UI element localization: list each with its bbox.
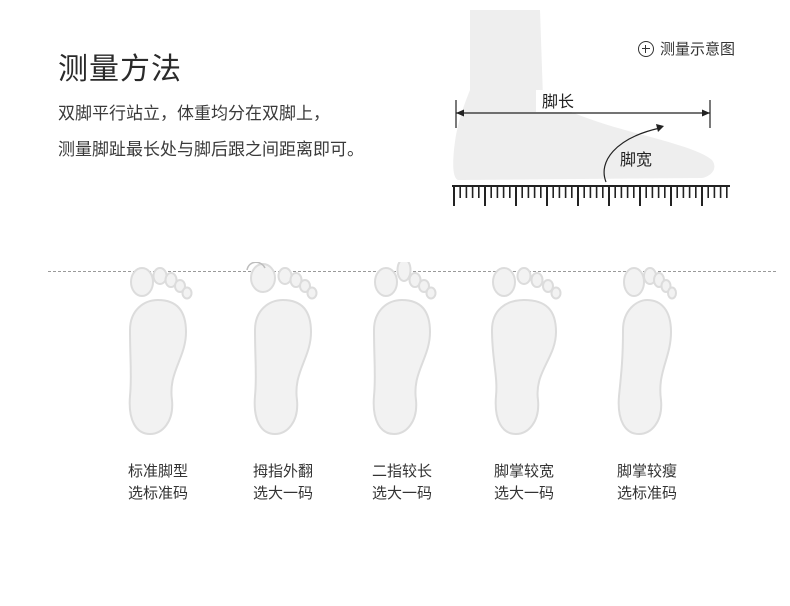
plus-circle-icon — [638, 40, 654, 57]
foot-type-label: 脚掌较宽 选大一码 — [474, 460, 574, 504]
foot-type-label: 拇指外翻 选大一码 — [233, 460, 333, 504]
measurement-diagram: 脚长 脚宽 — [452, 10, 730, 206]
foot-sole-icon — [128, 267, 193, 436]
foot-type-name: 标准脚型 — [127, 462, 188, 480]
foot-sole-icon — [490, 267, 562, 436]
foot-type-label: 二指较长 选大一码 — [352, 460, 452, 504]
foot-type-advice: 选大一码 — [493, 484, 554, 502]
foot-type-name: 脚掌较宽 — [493, 462, 554, 480]
foot-type-label: 标准脚型 选标准码 — [108, 460, 208, 504]
foot-type-card: 拇指外翻 选大一码 — [233, 262, 333, 504]
foot-type-advice: 选标准码 — [616, 484, 677, 502]
foot-type-advice: 选大一码 — [252, 484, 313, 502]
foot-sole-icon — [617, 267, 677, 436]
width-arc — [603, 124, 664, 183]
foot-type-advice: 选大一码 — [371, 484, 432, 502]
foot-type-card: 脚掌较宽 选大一码 — [474, 262, 574, 504]
foot-silhouette — [453, 10, 715, 180]
foot-type-name: 脚掌较瘦 — [616, 462, 677, 480]
foot-type-card: 二指较长 选大一码 — [352, 262, 452, 504]
foot-type-name: 二指较长 — [371, 462, 432, 480]
page-title: 测量方法 — [58, 52, 182, 87]
instruction-line: 测量脚趾最长处与脚后跟之间距离即可。 — [58, 140, 364, 160]
foot-type-card: 标准脚型 选标准码 — [108, 262, 208, 504]
instruction-line: 双脚平行站立，体重均分在双脚上， — [58, 104, 330, 124]
foot-type-card: 脚掌较瘦 选标准码 — [597, 262, 697, 504]
instructions: 双脚平行站立，体重均分在双脚上， 测量脚趾最长处与脚后跟之间距离即可。 — [58, 96, 364, 168]
foot-type-advice: 选标准码 — [127, 484, 188, 502]
length-arrow — [455, 100, 711, 128]
foot-sole-icon — [246, 262, 318, 436]
dashed-divider — [48, 271, 776, 272]
legend-label: 测量示意图 — [660, 40, 736, 58]
foot-type-name: 拇指外翻 — [252, 462, 313, 480]
ruler — [452, 185, 730, 206]
foot-type-label: 脚掌较瘦 选标准码 — [597, 460, 697, 504]
foot-width-label: 脚宽 — [620, 150, 652, 169]
foot-sole-icon — [372, 262, 437, 436]
legend: 测量示意图 — [638, 38, 735, 59]
foot-length-label: 脚长 — [542, 92, 574, 111]
